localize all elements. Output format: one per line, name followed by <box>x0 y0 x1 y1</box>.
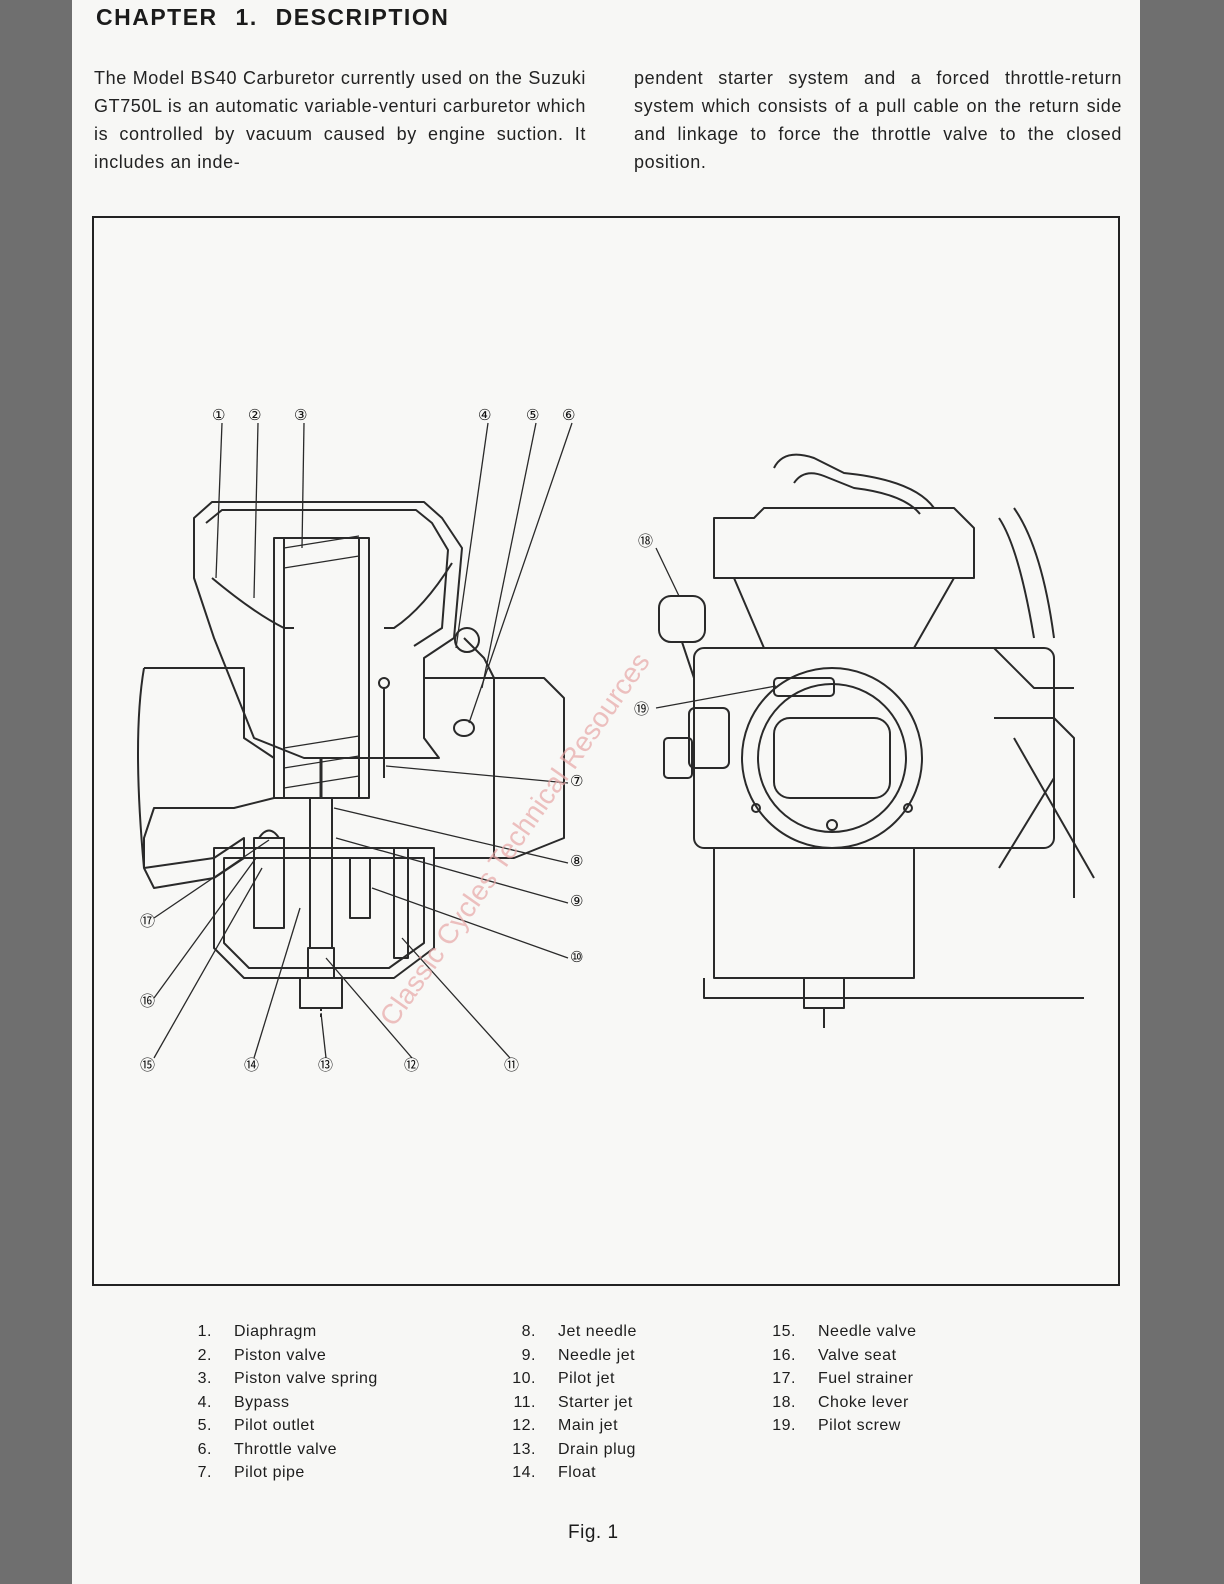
callout-14: ⑭ <box>244 1056 259 1074</box>
list-item: 12.Main jet <box>512 1417 619 1434</box>
callout-11: ⑪ <box>504 1056 519 1074</box>
list-item: 17.Fuel strainer <box>772 1370 914 1387</box>
callout-5: ⑤ <box>526 406 539 424</box>
parts-list-column-2: 8.Jet needle 9.Needle jet 10.Pilot jet 1… <box>502 1320 637 1485</box>
callout-6: ⑥ <box>562 406 575 424</box>
parts-list-column-1: 1.Diaphragm 2.Piston valve 3.Piston valv… <box>178 1320 378 1485</box>
callout-1: ① <box>212 406 225 424</box>
callout-18: ⑱ <box>638 532 653 550</box>
list-item: 9.Needle jet <box>521 1346 636 1364</box>
list-item: 3.Piston valve spring <box>197 1370 378 1387</box>
callout-7: ⑦ <box>570 772 583 790</box>
list-item: 8.Jet needle <box>521 1323 637 1340</box>
callout-2: ② <box>248 406 261 424</box>
fuel-strainer <box>253 837 285 929</box>
starter-jet <box>393 847 409 959</box>
list-item: 1.Diaphragm <box>197 1323 317 1340</box>
chapter-title: CHAPTER 1. DESCRIPTION <box>96 4 450 30</box>
list-item: 7.Pilot pipe <box>197 1464 305 1481</box>
callout-15: ⑮ <box>140 1056 155 1074</box>
callout-10: ⑩ <box>570 948 583 966</box>
callout-17: ⑰ <box>140 912 155 930</box>
diagram-callouts: ① ② ③ ④ ⑤ ⑥ ⑦ ⑧ ⑨ ⑩ ⑪ ⑫ ⑬ ⑭ ⑮ ⑯ ⑰ ⑱ ⑲ <box>140 406 653 1074</box>
manual-page: CHAPTER 1. DESCRIPTION The Model BS40 Ca… <box>72 0 1140 1584</box>
diaphragm-cap <box>193 501 463 759</box>
list-item: 14.Float <box>512 1464 597 1481</box>
list-item: 11.Starter jet <box>513 1393 633 1411</box>
callout-8: ⑧ <box>570 852 583 870</box>
figure-frame: ① ② ③ ④ ⑤ ⑥ ⑦ ⑧ ⑨ ⑩ ⑪ ⑫ ⑬ ⑭ ⑮ ⑯ ⑰ ⑱ ⑲ <box>92 216 1120 1286</box>
figure-caption: Fig. 1 <box>568 1522 619 1543</box>
list-item: 16.Valve seat <box>772 1346 897 1364</box>
list-item: 4.Bypass <box>197 1393 290 1411</box>
carburetor-top-cap <box>713 507 975 579</box>
callout-19: ⑲ <box>634 700 649 718</box>
pilot-screw <box>773 677 835 697</box>
jet-needle <box>309 797 333 949</box>
callout-16: ⑯ <box>140 992 155 1010</box>
callout-9: ⑨ <box>570 892 583 910</box>
list-item: 18.Choke lever <box>772 1393 909 1411</box>
callout-3: ③ <box>294 406 307 424</box>
drain-plug <box>299 977 343 1009</box>
list-item: 2.Piston valve <box>197 1346 327 1364</box>
list-item: 13.Drain plug <box>512 1440 636 1458</box>
callout-13: ⑬ <box>318 1056 333 1074</box>
intro-paragraph-left: The Model BS40 Carburetor currently used… <box>94 68 586 172</box>
watermark-text: Classic Cycles Technical Resources <box>374 647 656 1031</box>
pilot-jet <box>349 857 371 919</box>
bypass <box>454 627 480 653</box>
list-item: 5.Pilot outlet <box>197 1417 315 1434</box>
list-item: 19.Pilot screw <box>772 1417 901 1434</box>
callout-12: ⑫ <box>404 1056 419 1074</box>
carburetor-diagram: ① ② ③ ④ ⑤ ⑥ ⑦ ⑧ ⑨ ⑩ ⑪ ⑫ ⑬ ⑭ ⑮ ⑯ ⑰ ⑱ ⑲ <box>137 406 1095 1074</box>
parts-list-column-3: 15.Needle valve 16.Valve seat 17.Fuel st… <box>762 1320 917 1438</box>
choke-lever <box>658 595 706 643</box>
intro-paragraph-right: pendent starter system and a forced thro… <box>634 68 1122 172</box>
list-item: 6.Throttle valve <box>197 1440 338 1458</box>
float-bowl <box>213 847 435 979</box>
list-item: 15.Needle valve <box>772 1323 917 1340</box>
diaphragm <box>211 577 294 629</box>
list-item: 10.Pilot jet <box>512 1370 615 1387</box>
callout-4: ④ <box>478 406 491 424</box>
breather-hose <box>773 453 935 509</box>
